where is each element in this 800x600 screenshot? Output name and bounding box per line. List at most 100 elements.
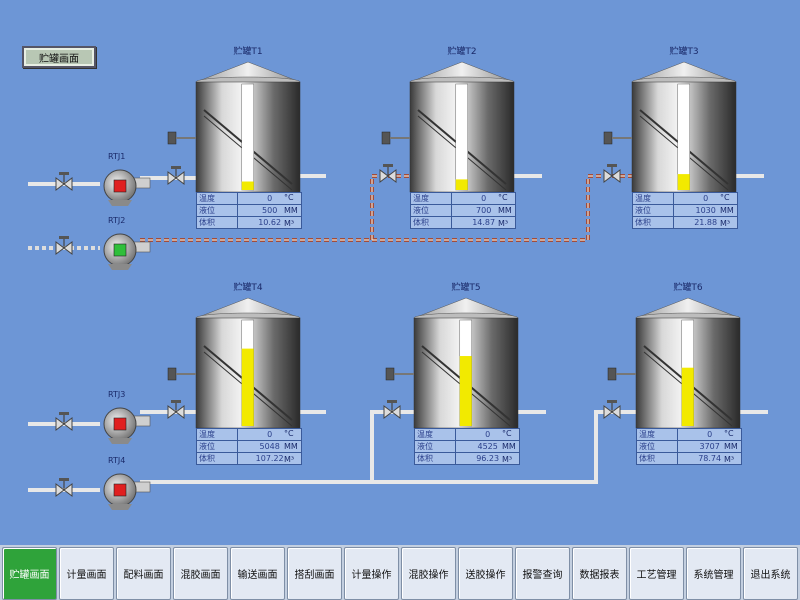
nav-button-3[interactable]: 混胶画面 — [173, 547, 228, 600]
liquid-level-fill — [241, 348, 254, 426]
nav-button-2[interactable]: 配料画面 — [116, 547, 171, 600]
level-unit: MM — [284, 206, 298, 215]
volume-value: 21.88 — [673, 216, 738, 229]
level-unit: MM — [720, 206, 734, 215]
volume-value: 78.74 — [677, 452, 742, 465]
volume-label: 体积 — [409, 216, 453, 229]
volume-unit: M³ — [724, 455, 735, 464]
liquid-level-fill — [455, 179, 468, 190]
liquid-level-fill — [241, 181, 254, 190]
nav-button-5[interactable]: 搭刮画面 — [287, 547, 342, 600]
screen-title-button[interactable]: 贮罐画面 — [22, 46, 96, 68]
level-label: 液位 — [413, 440, 457, 453]
storage-tank — [167, 61, 301, 193]
liquid-level-fill — [459, 356, 472, 426]
nav-button-1[interactable]: 计量画面 — [59, 547, 114, 600]
pipe-network — [28, 61, 768, 510]
nav-button-7[interactable]: 混胶操作 — [401, 547, 456, 600]
level-gauge — [455, 83, 469, 191]
volume-unit: M³ — [284, 455, 295, 464]
volume-label: 体积 — [631, 216, 675, 229]
pump-icon[interactable] — [103, 233, 151, 270]
temperature-label: 温度 — [409, 192, 453, 205]
valve-icon[interactable] — [167, 166, 185, 185]
volume-unit: M³ — [720, 219, 731, 228]
temperature-label: 温度 — [195, 192, 239, 205]
temperature-value: 0 — [673, 192, 738, 205]
nav-button-8[interactable]: 送胶操作 — [458, 547, 513, 600]
pump-status-indicator — [113, 179, 127, 193]
nav-button-0[interactable]: 贮罐画面 — [2, 547, 57, 600]
volume-label: 体积 — [195, 452, 239, 465]
valve-icon[interactable] — [167, 400, 185, 419]
level-value: 3707 — [677, 440, 742, 453]
level-gauge — [241, 83, 255, 191]
nav-button-6[interactable]: 计量操作 — [344, 547, 399, 600]
pump-status-indicator — [113, 417, 127, 431]
tank-name-label: 贮罐T1 — [233, 47, 263, 57]
temperature-label: 温度 — [635, 428, 679, 441]
bottom-navigation-bar: 贮罐画面计量画面配料画面混胶画面输送画面搭刮画面计量操作混胶操作送胶操作报警查询… — [0, 545, 800, 600]
valve-icon[interactable] — [55, 412, 73, 431]
pump-icon[interactable] — [103, 169, 151, 206]
temperature-unit: °C — [502, 429, 512, 438]
pump-name-label: RTJ4 — [108, 456, 126, 465]
nav-button-12[interactable]: 系统管理 — [686, 547, 741, 600]
valve-icon[interactable] — [55, 478, 73, 497]
temperature-unit: °C — [498, 193, 508, 202]
level-unit: MM — [498, 206, 512, 215]
volume-value: 96.23 — [455, 452, 520, 465]
tank-name-label: 贮罐T5 — [451, 283, 481, 293]
pump-status-indicator — [113, 483, 127, 497]
level-label: 液位 — [631, 204, 675, 217]
volume-unit: M³ — [284, 219, 295, 228]
tank-name-label: 贮罐T4 — [233, 283, 263, 293]
nav-button-4[interactable]: 输送画面 — [230, 547, 285, 600]
level-value: 500 — [237, 204, 302, 217]
valve-icon[interactable] — [55, 172, 73, 191]
liquid-level-fill — [677, 174, 690, 190]
level-value: 1030 — [673, 204, 738, 217]
level-label: 液位 — [195, 440, 239, 453]
tank-name-label: 贮罐T3 — [669, 47, 699, 57]
nav-button-10[interactable]: 数据报表 — [572, 547, 627, 600]
volume-label: 体积 — [413, 452, 457, 465]
nav-button-11[interactable]: 工艺管理 — [629, 547, 684, 600]
valve-icon[interactable] — [603, 164, 621, 183]
temperature-unit: °C — [724, 429, 734, 438]
level-sensor-icon — [381, 131, 391, 145]
pump-icon[interactable] — [103, 407, 151, 444]
level-sensor-icon — [603, 131, 613, 145]
temperature-value: 0 — [455, 428, 520, 441]
nav-button-9[interactable]: 报警查询 — [515, 547, 570, 600]
storage-tank — [603, 61, 737, 193]
pump-name-label: RTJ1 — [108, 152, 126, 161]
valve-icon[interactable] — [603, 400, 621, 419]
level-sensor-icon — [607, 367, 617, 381]
pump-icon[interactable] — [103, 473, 151, 510]
temperature-label: 温度 — [195, 428, 239, 441]
level-unit: MM — [284, 442, 298, 451]
level-label: 液位 — [409, 204, 453, 217]
level-label: 液位 — [635, 440, 679, 453]
valve-icon[interactable] — [379, 164, 397, 183]
valve-icon[interactable] — [55, 236, 73, 255]
volume-label: 体积 — [195, 216, 239, 229]
liquid-level-fill — [681, 367, 694, 426]
valve-icon[interactable] — [383, 400, 401, 419]
temperature-label: 温度 — [631, 192, 675, 205]
level-label: 液位 — [195, 204, 239, 217]
nav-button-13[interactable]: 退出系统 — [743, 547, 798, 600]
volume-value: 107.22 — [237, 452, 302, 465]
